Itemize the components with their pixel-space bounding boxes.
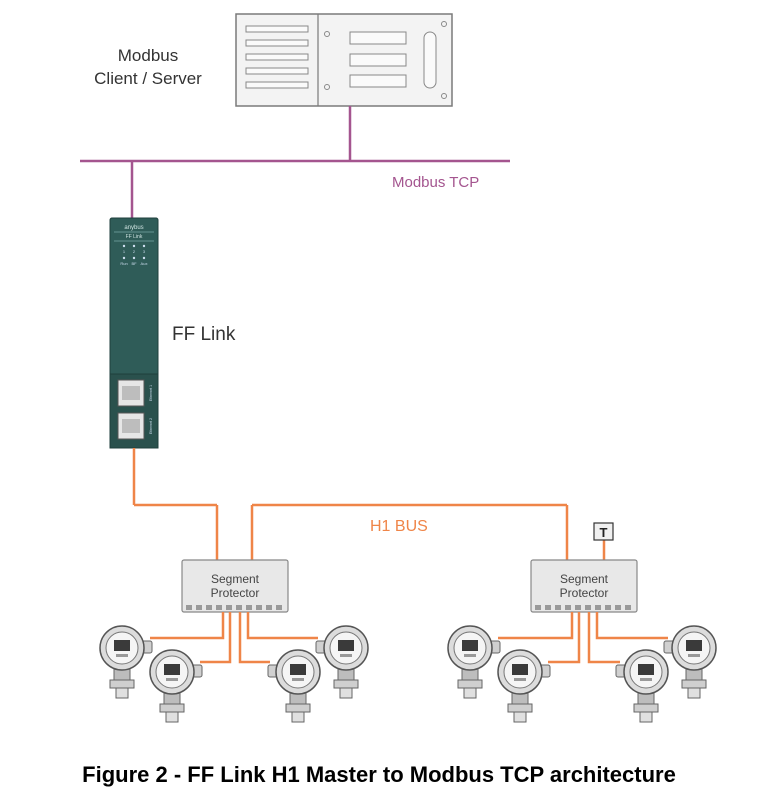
server-label-line2: Client / Server [94,69,202,88]
modbus-server [235,13,453,107]
segment-right-line2: Protector [560,586,609,600]
pressure-transmitter-icon [149,649,203,723]
gateway-led-label-2: 2 [133,249,136,254]
gateway-led-label-bf: BF [131,261,137,266]
transmitters [99,625,717,723]
h1-bus [132,448,606,560]
pressure-transmitter-icon [99,625,153,699]
segment-protector-left [181,559,289,613]
modbus-tcp-bus [80,106,510,218]
segment-left-line1: Segment [211,572,260,586]
spur-cables-left [150,612,318,664]
terminator-label: T [600,525,608,540]
pressure-transmitter-icon [615,649,669,723]
gateway-led-label-3: 3 [143,249,146,254]
gateway-model: FF Link [126,234,143,240]
terminator [593,522,614,541]
gateway-led-label-run: Run [120,261,127,266]
modbus-tcp-label: Modbus TCP [392,174,479,191]
ff-link-gateway [109,217,159,449]
segment-right-line1: Segment [560,572,609,586]
figure-caption: Figure 2 - FF Link H1 Master to Modbus T… [82,762,676,787]
pressure-transmitter-icon [315,625,369,699]
ff-link-label: FF Link [172,324,236,345]
gateway-brand: anybus [124,225,143,231]
gateway-port1-label: Ethernet 1 [149,385,153,401]
segment-protector-right [530,559,638,613]
spur-cables-right [498,612,668,664]
pressure-transmitter-icon [447,625,501,699]
h1-bus-label: H1 BUS [370,518,428,535]
gateway-led-label-1: 1 [123,249,126,254]
segment-left-line2: Protector [211,586,260,600]
pressure-transmitter-icon [663,625,717,699]
pressure-transmitter-icon [497,649,551,723]
server-label-line1: Modbus [118,46,178,65]
gateway-port2-label: Ethernet 2 [149,418,153,434]
pressure-transmitter-icon [267,649,321,723]
gateway-led-label-aux: Aux [141,261,148,266]
